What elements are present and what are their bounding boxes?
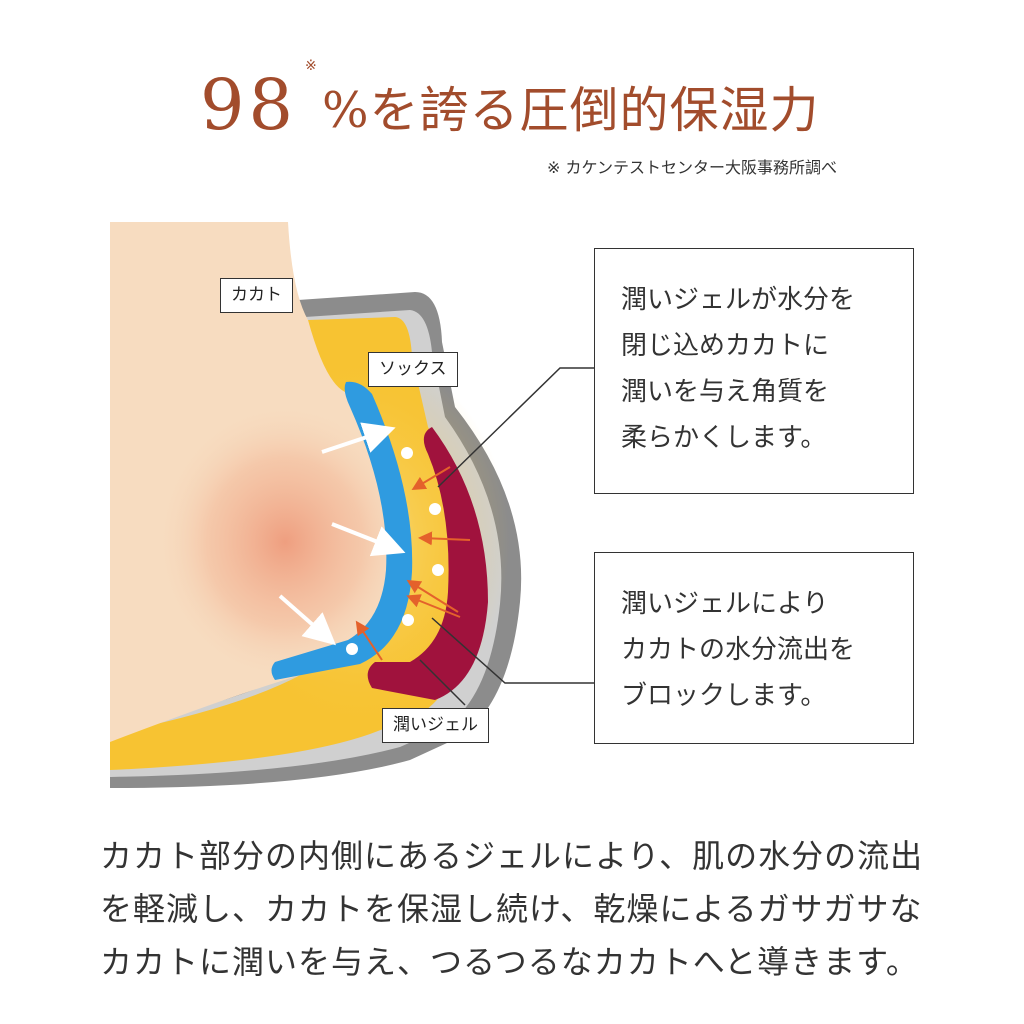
label-socks: ソックス bbox=[368, 352, 458, 387]
block-arrows bbox=[355, 466, 471, 661]
heel-cross-section-diagram: カカト ソックス 潤いジェル bbox=[110, 222, 530, 788]
info-box-line: ブロックします。 bbox=[621, 681, 827, 711]
info-box-line: カカトの水分流出を bbox=[621, 635, 856, 665]
heat-glow bbox=[155, 402, 415, 682]
info-box-line: 潤いジェルにより bbox=[621, 589, 829, 619]
headline-text: %を誇る圧倒的保湿力 bbox=[322, 82, 820, 139]
info-box-moisturize: 潤いジェルが水分を 閉じ込めカカトに 潤いを与え角質を 柔らかくします。 bbox=[594, 248, 914, 494]
moisture-arrows bbox=[278, 422, 406, 646]
info-box-line: 潤いを与え角質を bbox=[621, 377, 830, 407]
info-box-line: 柔らかくします。 bbox=[621, 423, 827, 453]
label-gel: 潤いジェル bbox=[382, 708, 489, 743]
headline-number: 98 bbox=[200, 64, 298, 146]
headline-footnote-mark: ※ bbox=[305, 58, 317, 74]
description-line: カカト部分の内側にあるジェルにより、肌の水分の流出 bbox=[100, 837, 924, 875]
description-line: カカトに潤いを与え、つるつるなカカトへと導きます。 bbox=[100, 943, 919, 981]
heel-illustration bbox=[110, 222, 522, 788]
headline: 98 ※ %を誇る圧倒的保湿力 ※ カケンテストセンター大阪事務所調べ bbox=[0, 58, 1024, 177]
moisture-dots bbox=[346, 447, 444, 655]
info-box-line: 潤いジェルが水分を bbox=[621, 285, 856, 315]
label-kakato: カカト bbox=[220, 278, 293, 313]
gel-blue-layer bbox=[271, 381, 413, 680]
headline-note: ※ カケンテストセンター大阪事務所調べ bbox=[546, 158, 837, 177]
info-box-line: 閉じ込めカカトに bbox=[621, 331, 830, 361]
description: カカト部分の内側にあるジェルにより、肌の水分の流出 を軽減し、カカトを保湿し続け… bbox=[100, 830, 940, 989]
info-box-block: 潤いジェルにより カカトの水分流出を ブロックします。 bbox=[594, 552, 914, 744]
description-line: を軽減し、カカトを保湿し続け、乾燥によるガサガサな bbox=[100, 890, 923, 928]
